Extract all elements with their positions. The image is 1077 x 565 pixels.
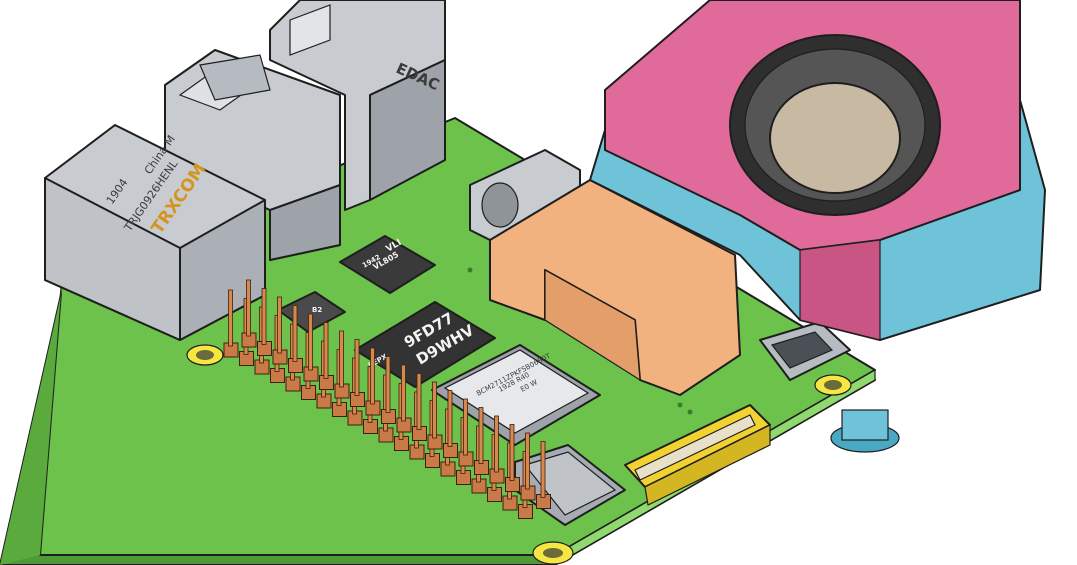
gpio-pin bbox=[354, 339, 360, 396]
gpio-pin bbox=[416, 373, 422, 430]
gpio-pin bbox=[246, 279, 251, 337]
fan-hub bbox=[769, 82, 901, 194]
mounting-hole-bottom bbox=[532, 541, 574, 565]
standoff-right bbox=[830, 409, 900, 453]
gpio-pin bbox=[478, 407, 484, 464]
gpio-pin bbox=[447, 390, 453, 447]
gpio-pin bbox=[370, 347, 375, 405]
gpio-pin bbox=[540, 441, 546, 498]
gpio-pin bbox=[323, 322, 329, 379]
gpio-pin bbox=[401, 364, 406, 422]
gpio-header bbox=[223, 279, 551, 519]
chip-usb-controller: VLI VL805 1942 bbox=[339, 235, 436, 294]
fan-housing bbox=[589, 0, 1046, 341]
gpio-pin bbox=[432, 381, 437, 439]
gpio-pin bbox=[385, 356, 391, 413]
gpio-pin bbox=[463, 398, 468, 456]
usb-port-lower bbox=[164, 49, 341, 261]
chip-tiny-label: B2 bbox=[312, 306, 322, 314]
gpio-pin bbox=[228, 289, 233, 347]
usb-c-port bbox=[759, 321, 851, 381]
mounting-hole-right bbox=[814, 374, 852, 396]
gpio-pin bbox=[525, 432, 530, 490]
flex-ribbon bbox=[489, 179, 741, 396]
gpio-pin bbox=[509, 424, 515, 481]
usb-port-upper: EDAC bbox=[269, 0, 446, 211]
gpio-pin bbox=[308, 313, 313, 371]
gpio-pin bbox=[494, 415, 499, 473]
gpio-pin bbox=[339, 330, 344, 388]
gpio-pin bbox=[261, 288, 267, 345]
gpio-pin bbox=[292, 305, 298, 362]
fpc-connector bbox=[624, 404, 771, 506]
chip-soc: BCM2711ZPKFSB06B0T 1928 R40 E0 W bbox=[431, 344, 601, 446]
gpio-pin bbox=[277, 296, 282, 354]
mounting-hole-left bbox=[186, 344, 224, 366]
